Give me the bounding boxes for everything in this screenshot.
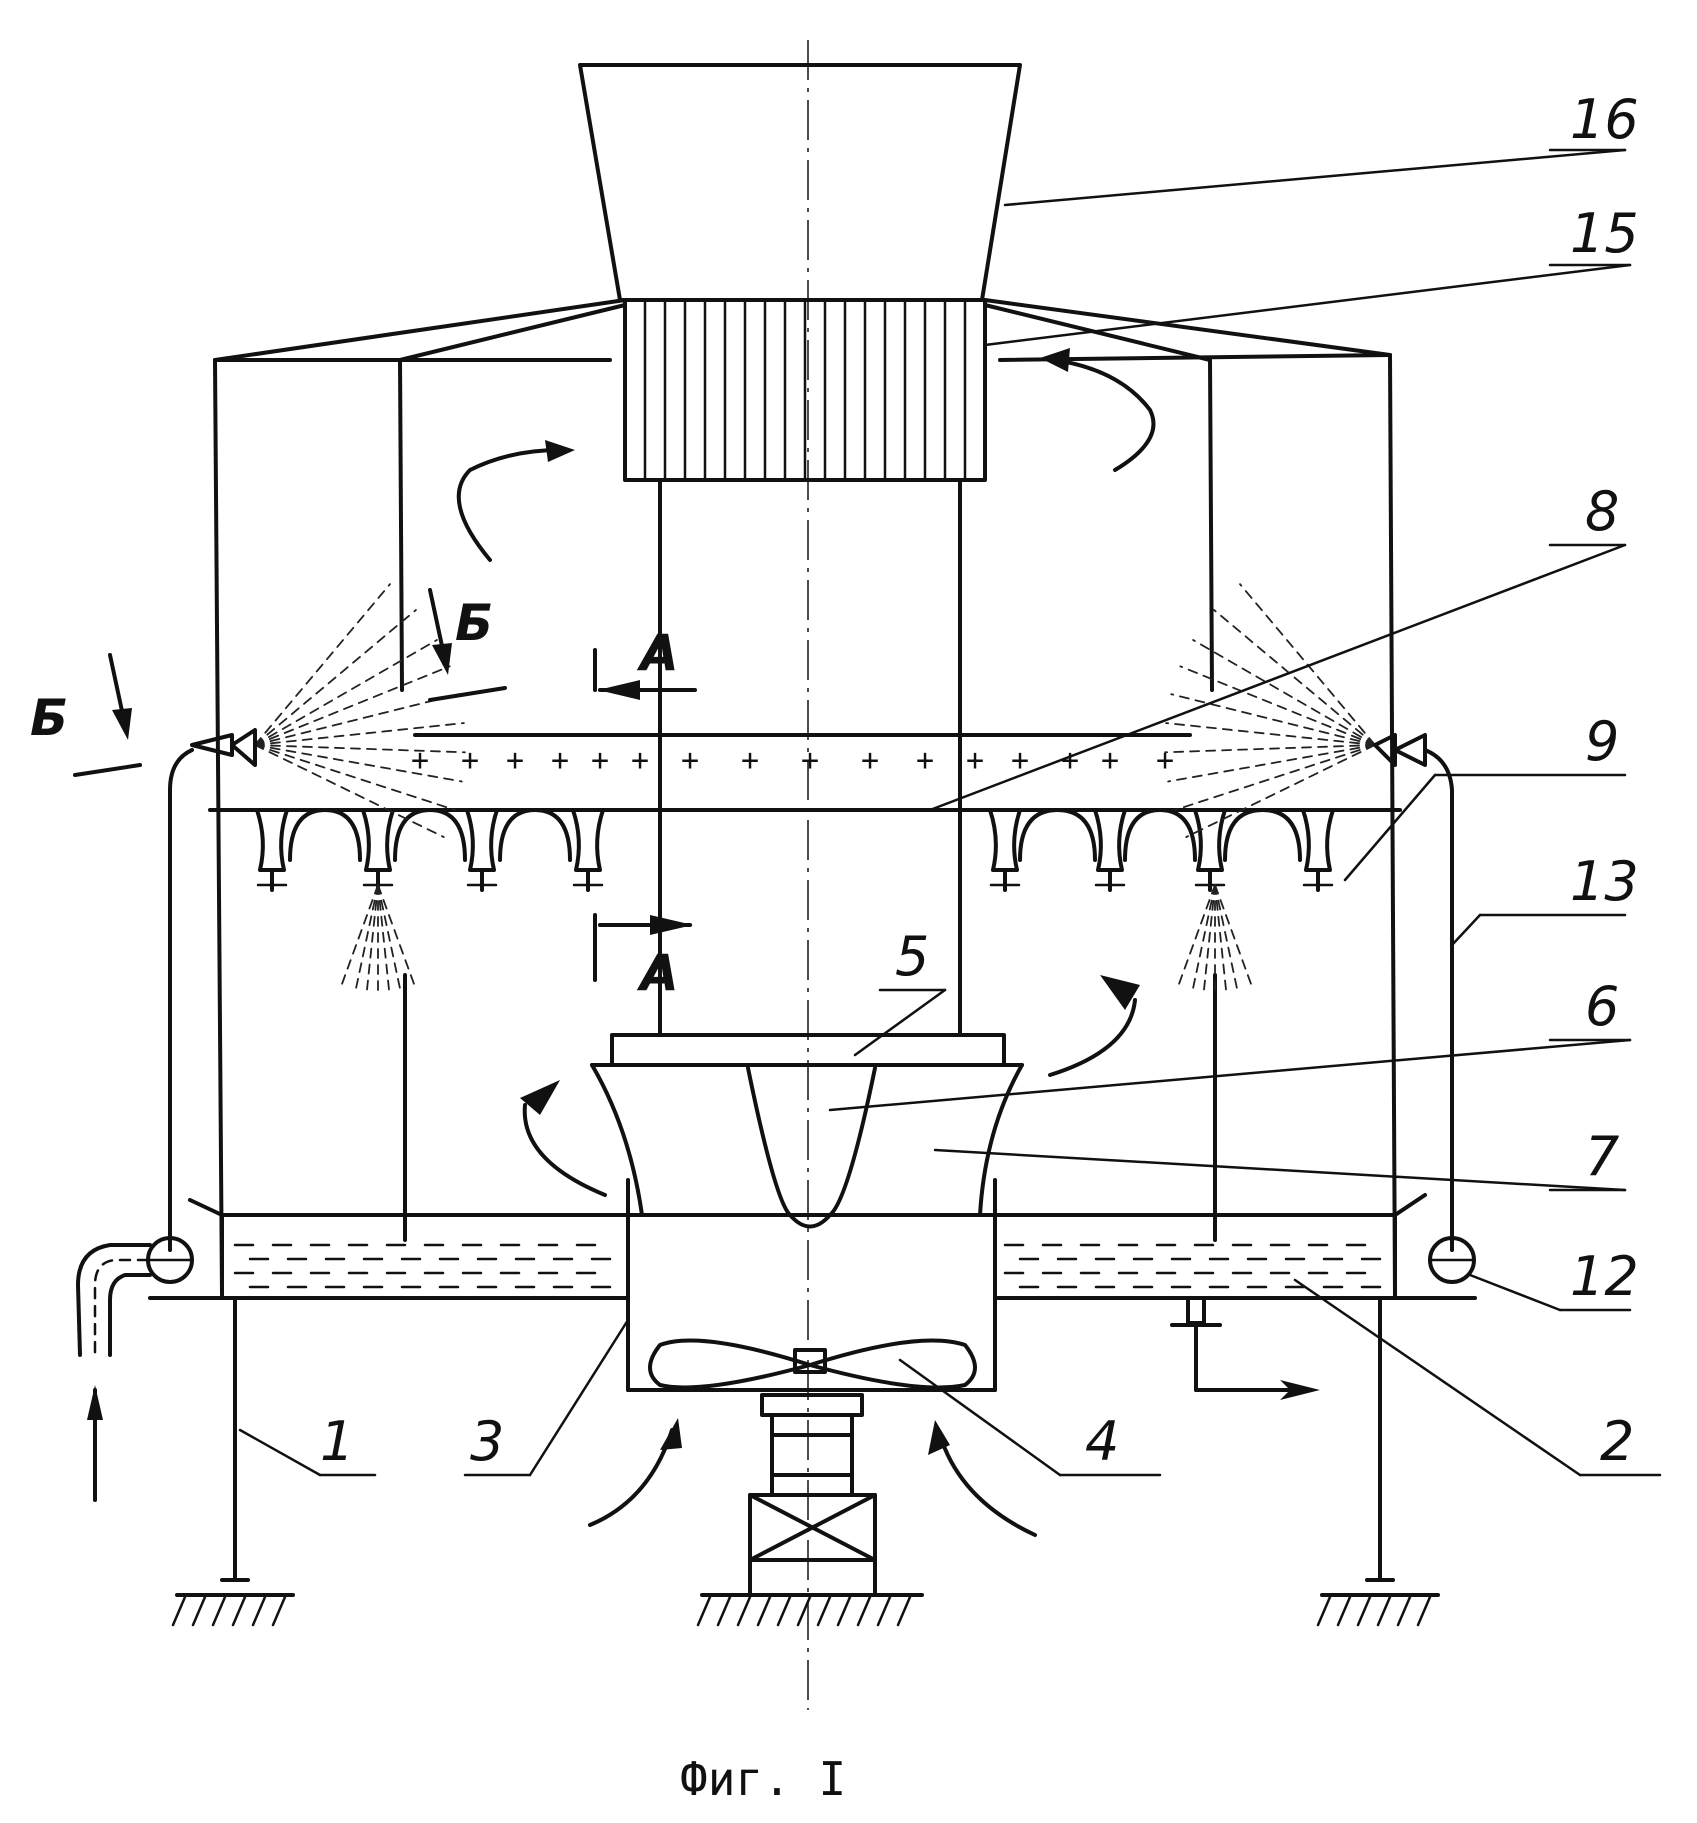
nozzle-mark: + — [1061, 743, 1079, 778]
sprinklers — [257, 810, 1333, 890]
spray-jets — [255, 584, 1375, 995]
nozzle-mark: + — [631, 743, 649, 778]
basin — [150, 1195, 1475, 1298]
section-a-bottom: А — [636, 944, 679, 1002]
section-b-marker — [75, 590, 505, 775]
nozzle-mark: + — [506, 743, 524, 778]
label-6: 6 — [1585, 975, 1619, 1038]
label-16: 16 — [1570, 88, 1639, 151]
air-flow-arrows — [459, 348, 1154, 1535]
nozzle-mark: + — [966, 743, 984, 778]
label-3: 3 — [470, 1410, 504, 1473]
frame — [215, 355, 1395, 1295]
diffuser — [580, 65, 1020, 300]
label-15: 15 — [1570, 202, 1639, 265]
figure-caption: Фиг. I — [680, 1752, 846, 1806]
nozzle-mark: + — [591, 743, 609, 778]
label-5: 5 — [895, 925, 929, 988]
inlet-arrowhead — [87, 1385, 103, 1420]
label-2: 2 — [1600, 1410, 1634, 1473]
ground-supports — [173, 1580, 1438, 1625]
section-b-left: Б — [30, 689, 68, 747]
nozzle-mark: + — [1101, 743, 1119, 778]
label-12: 12 — [1570, 1245, 1639, 1308]
grille-unit — [625, 300, 985, 480]
fan-impeller — [650, 1341, 975, 1388]
roof — [215, 300, 1390, 360]
nozzle-mark: + — [461, 743, 479, 778]
label-13: 13 — [1570, 850, 1639, 913]
label-7: 7 — [1585, 1125, 1619, 1188]
nozzle-mark: + — [681, 743, 699, 778]
side-nozzle-left — [192, 730, 255, 765]
motor-stand — [750, 1395, 875, 1595]
supply-pipe-right — [1425, 750, 1452, 1250]
inlet-pipe-inner — [110, 1275, 150, 1355]
nozzle-mark: + — [916, 743, 934, 778]
nozzle-mark: + — [551, 743, 569, 778]
supply-pipe-left — [170, 750, 192, 1250]
section-b-mid: Б — [455, 594, 493, 652]
side-nozzle-right — [1375, 735, 1425, 765]
inlet-pipe-outer — [78, 1245, 150, 1355]
nozzle-mark: + — [801, 743, 819, 778]
label-4: 4 — [1085, 1410, 1119, 1473]
section-a-top: А — [636, 624, 679, 682]
grille-lines — [645, 302, 965, 478]
fan-housing — [628, 1180, 995, 1390]
nozzle-mark: + — [861, 743, 879, 778]
label-9: 9 — [1585, 710, 1619, 773]
nozzle-mark: + — [741, 743, 759, 778]
drain — [1172, 1298, 1320, 1400]
nozzle-mark: + — [1156, 743, 1174, 778]
label-1: 1 — [320, 1410, 354, 1473]
flow-cone — [748, 1068, 875, 1227]
flow-shaper — [592, 1035, 1022, 1215]
label-8: 8 — [1585, 480, 1619, 543]
